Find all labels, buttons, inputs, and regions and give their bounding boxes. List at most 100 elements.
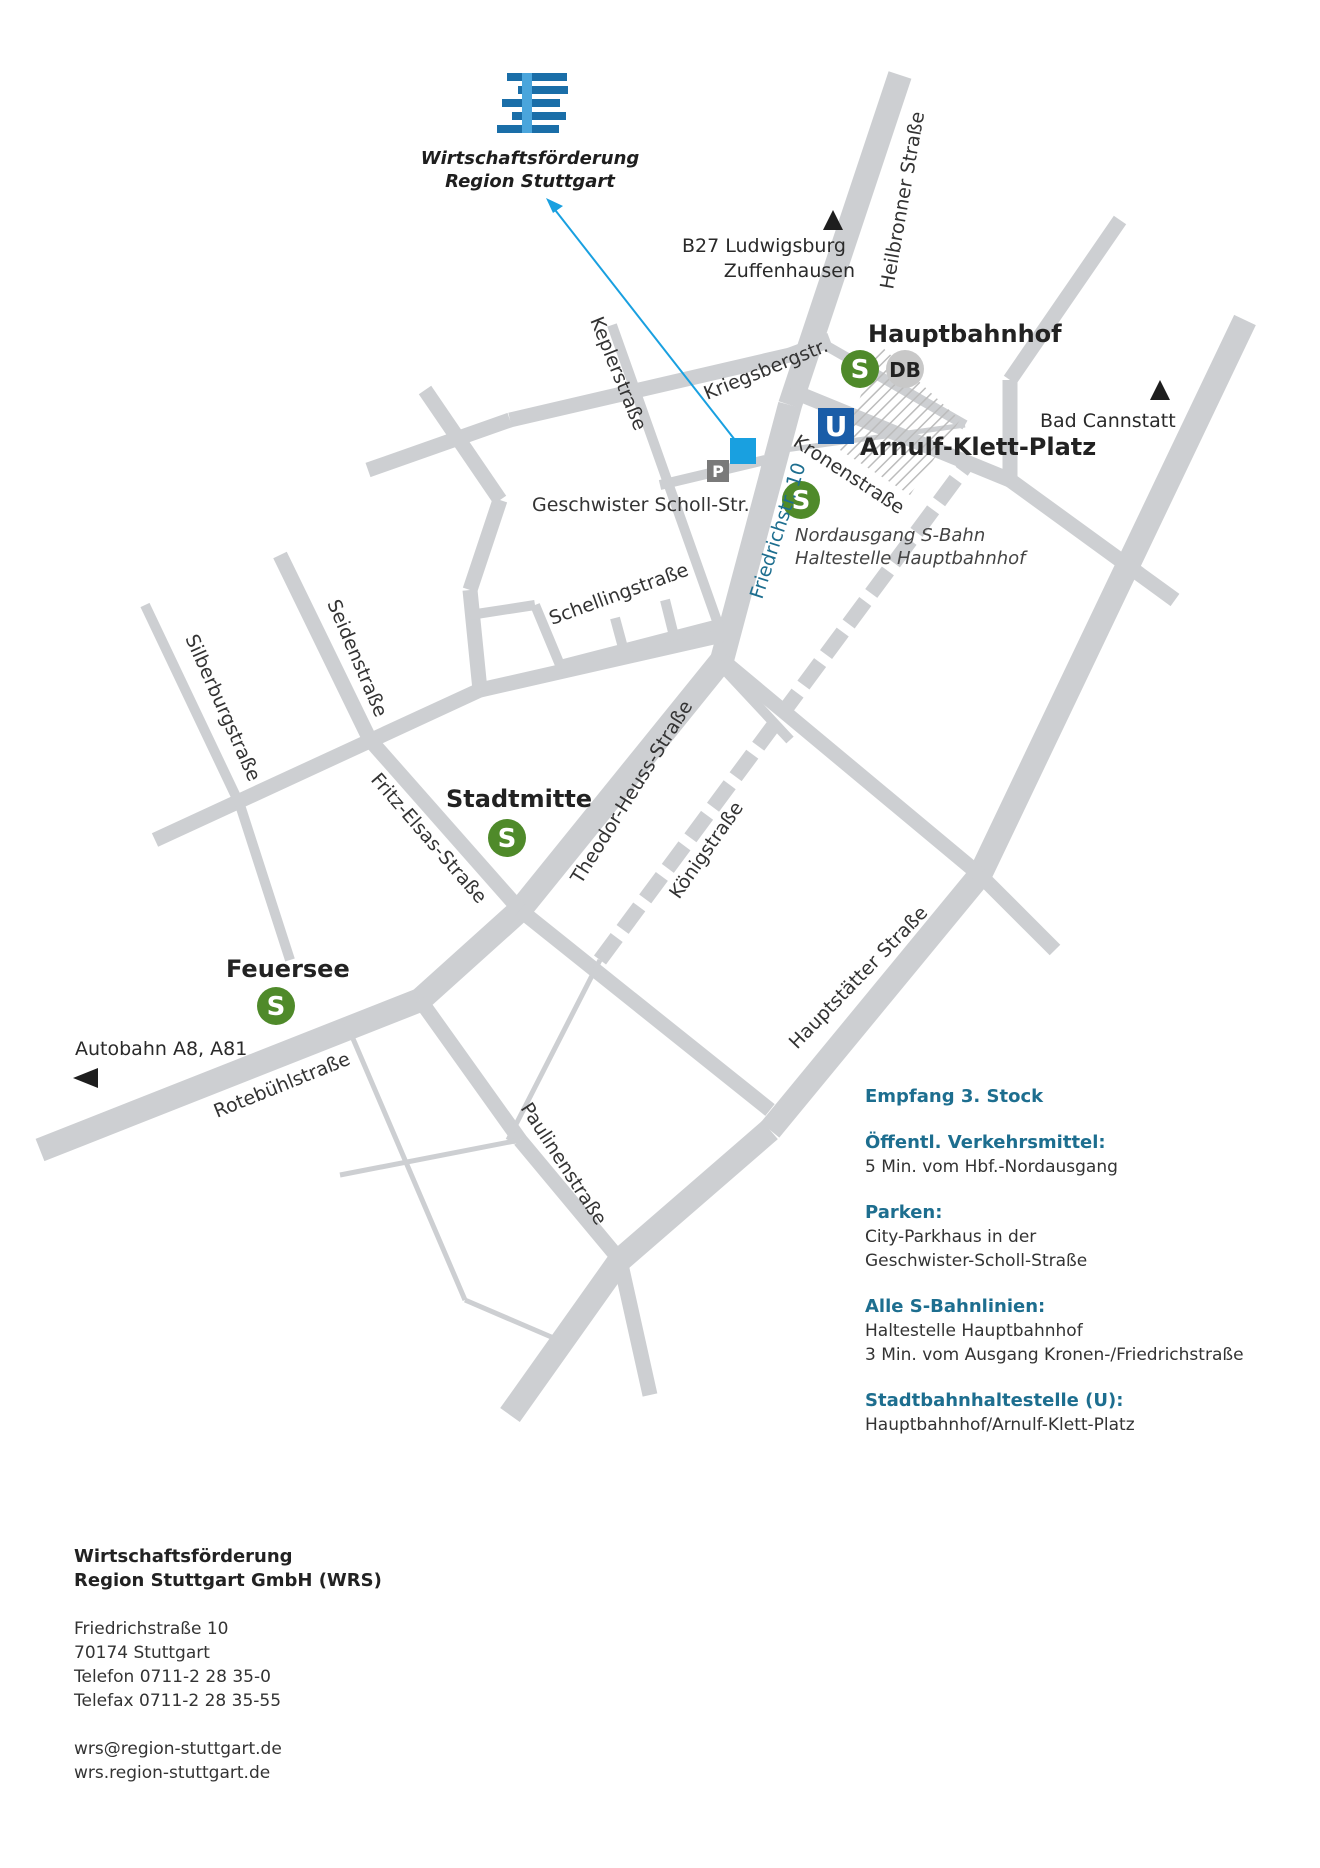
address-org-line2: Region Stuttgart GmbH (WRS)	[74, 1570, 382, 1591]
nordausgang-note-line2: Haltestelle Hauptbahnhof	[795, 548, 1028, 569]
info-sbahn-heading: Alle S-Bahnlinien:	[865, 1296, 1046, 1317]
info-stadtbahn-line: Hauptbahnhof/Arnulf-Klett-Platz	[865, 1415, 1135, 1435]
sbahn-hauptbahnhof-icon: S	[841, 350, 879, 388]
road-paulinen-south	[612, 1258, 658, 1397]
west-arrow-icon	[73, 1068, 98, 1088]
svg-text:S: S	[267, 992, 286, 1022]
address-org-line1: Wirtschaftsförderung	[74, 1546, 293, 1567]
road-paulinen-a	[413, 995, 527, 1145]
street-scholl: Geschwister Scholl-Str.	[532, 494, 750, 516]
db-icon: DB	[886, 350, 924, 388]
logo-name-line2: Region Stuttgart	[445, 171, 616, 192]
road-kriegsberg-east	[787, 332, 833, 363]
road-main-a	[411, 901, 529, 1009]
svg-text:DB: DB	[889, 358, 921, 382]
svg-text:S: S	[792, 486, 811, 516]
road-thin-s	[464, 1297, 571, 1348]
road-ne-diag	[1003, 215, 1127, 385]
logo-pointer-arrowhead	[546, 198, 563, 213]
ubahn-arnulf-icon: U	[818, 408, 854, 444]
road-nw-down	[462, 497, 508, 593]
svg-text:S: S	[851, 355, 870, 385]
logo-pointer-arrow	[551, 205, 736, 441]
road-thin-koenig	[505, 958, 603, 1142]
road-friedrichstrasse	[719, 459, 768, 661]
direction-north-line2: Zuffenhausen	[724, 260, 855, 282]
directions-info-panel: Empfang 3. Stock Öffentl. Verkehrsmittel…	[865, 1085, 1295, 1459]
road-silberburg-south	[235, 803, 295, 962]
east-arrow-icon	[1150, 380, 1170, 400]
sbahn-nordausgang-icon: S	[782, 481, 820, 519]
road-schelling-west	[469, 600, 536, 620]
station-hauptbahnhof-label: Hauptbahnhof	[868, 320, 1062, 348]
info-sbahn-line: 3 Min. vom Ausgang Kronen-/Friedrichstra…	[865, 1345, 1244, 1365]
road-cross-mid	[478, 627, 724, 698]
address-street: Friedrichstraße 10	[74, 1619, 229, 1639]
city-map: Wirtschaftsförderung Region Stuttgart B2…	[35, 71, 1256, 1422]
station-arnulf-label: Arnulf-Klett-Platz	[860, 433, 1096, 461]
info-public-transport-heading: Öffentl. Verkehrsmittel:	[865, 1132, 1106, 1153]
road-schellingstrasse	[558, 620, 717, 670]
road-nw-diag	[418, 385, 507, 505]
info-parking-line: Geschwister-Scholl-Straße	[865, 1251, 1088, 1271]
road-hauptstaetter-c	[612, 1120, 778, 1270]
road-bad-cannstatt	[1005, 473, 1180, 607]
info-stadtbahn: Stadtbahnhaltestelle (U): Hauptbahnhof/A…	[865, 1389, 1295, 1437]
road-paulinenstrasse	[514, 1135, 626, 1265]
direction-east: Bad Cannstatt	[1040, 410, 1176, 432]
station-stadtmitte-label: Stadtmitte	[446, 785, 592, 813]
svg-text:S: S	[498, 824, 517, 854]
nordausgang-note-line1: Nordausgang S-Bahn	[795, 525, 985, 546]
road-theodor-heuss-strasse	[510, 652, 732, 918]
road-hauptstaetter-d	[500, 1253, 630, 1422]
road-nw-down2	[462, 589, 488, 691]
info-parking: Parken: City-Parkhaus in der Geschwister…	[865, 1201, 1295, 1273]
road-kriegsbergstrasse	[508, 347, 792, 428]
road-network	[35, 71, 1256, 1422]
street-paulinen: Paulinenstraße	[516, 1099, 611, 1229]
info-parking-heading: Parken:	[865, 1202, 943, 1223]
address-phone: Telefon 0711-2 28 35-0	[74, 1667, 271, 1687]
road-hauptstaetter-a	[969, 314, 1256, 881]
address-web: wrs.region-stuttgart.de	[74, 1763, 271, 1783]
road-fritz-elsas-strasse	[364, 735, 526, 915]
address-city: 70174 Stuttgart	[74, 1643, 210, 1663]
info-public-transport: Öffentl. Verkehrsmittel: 5 Min. vom Hbf.…	[865, 1131, 1295, 1179]
destination-marker	[730, 438, 756, 464]
sbahn-feuersee-icon: S	[257, 987, 295, 1025]
info-sbahn-line: Haltestelle Hauptbahnhof	[865, 1321, 1083, 1341]
svg-text:U: U	[825, 410, 848, 443]
info-parking-line: City-Parkhaus in der	[865, 1227, 1037, 1247]
info-sbahn: Alle S-Bahnlinien: Haltestelle Hauptbahn…	[865, 1295, 1295, 1367]
road-silberburgstrasse	[140, 602, 245, 808]
logo-name-line1: Wirtschaftsförderung	[421, 148, 640, 169]
address-fax: Telefax 0711-2 28 35-55	[74, 1691, 282, 1711]
road-hauptstaetter-b	[760, 867, 990, 1138]
address-email: wrs@region-stuttgart.de	[74, 1739, 282, 1759]
road-thin-w	[339, 1137, 521, 1178]
parking-icon: P	[707, 460, 729, 482]
sbahn-stadtmitte-icon: S	[488, 819, 526, 857]
info-reception-heading: Empfang 3. Stock	[865, 1086, 1044, 1107]
koenigstrasse-dashes	[593, 455, 977, 965]
wrs-logo-mark	[497, 73, 568, 133]
info-stadtbahn-heading: Stadtbahnhaltestelle (U):	[865, 1390, 1124, 1411]
road-seidenstrasse	[273, 551, 377, 744]
road-east-end	[974, 869, 1061, 956]
road-east-diag	[717, 654, 985, 881]
direction-west: Autobahn A8, A81	[75, 1038, 247, 1060]
info-public-transport-line: 5 Min. vom Hbf.-Nordausgang	[865, 1157, 1118, 1177]
info-reception: Empfang 3. Stock	[865, 1085, 1295, 1109]
wrs-logo: Wirtschaftsförderung Region Stuttgart	[421, 73, 640, 192]
road-schelling-link1	[610, 616, 630, 657]
north-arrow-icon	[823, 210, 843, 230]
address-block: Wirtschaftsförderung Region Stuttgart Gm…	[74, 1545, 574, 1785]
road-theodor-heuss-south	[515, 904, 775, 1116]
station-feuersee-label: Feuersee	[226, 955, 350, 983]
road-cross-west	[151, 683, 484, 847]
road-scholl-west	[365, 412, 513, 478]
svg-text:P: P	[712, 462, 724, 481]
road-rotebuehlstrasse	[35, 988, 425, 1162]
road-schelling-drop	[530, 603, 565, 667]
road-schelling-link2	[660, 598, 680, 642]
